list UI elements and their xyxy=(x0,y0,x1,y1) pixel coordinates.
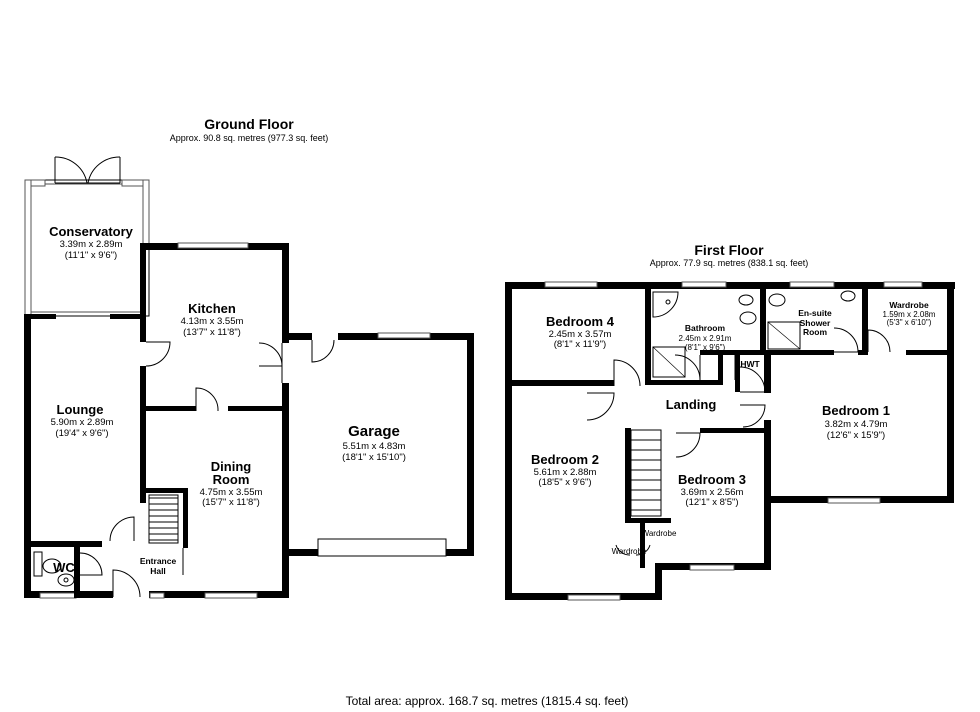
svg-text:4.75m x 3.55m: 4.75m x 3.55m xyxy=(200,487,263,498)
svg-text:Wardrobe: Wardrobe xyxy=(889,300,929,310)
wc-label: WC xyxy=(53,560,75,575)
svg-text:3.39m x 2.89m: 3.39m x 2.89m xyxy=(60,239,123,250)
ground-floor-title: Ground Floor xyxy=(204,116,294,132)
svg-text:(19'4" x 9'6"): (19'4" x 9'6") xyxy=(55,428,108,439)
landing-label: Landing xyxy=(666,397,717,412)
conservatory-room xyxy=(24,156,150,317)
svg-text:Landing: Landing xyxy=(666,397,717,412)
svg-text:HWT: HWT xyxy=(740,359,760,369)
svg-text:Room: Room xyxy=(213,472,250,487)
svg-text:(5'3" x 6'10"): (5'3" x 6'10") xyxy=(887,318,932,327)
svg-text:(15'7" x 11'8"): (15'7" x 11'8") xyxy=(202,497,260,508)
svg-text:Room: Room xyxy=(803,327,828,337)
svg-text:5.51m x 4.83m: 5.51m x 4.83m xyxy=(343,441,406,452)
wardrobe-3-label: Wardrobe xyxy=(642,529,677,538)
bedroom-2-label: Bedroom 2 5.61m x 2.88m (18'5" x 9'6") xyxy=(531,452,599,488)
kitchen-label: Kitchen 4.13m x 3.55m (13'7" x 11'8") xyxy=(181,301,244,338)
svg-text:Bedroom 3: Bedroom 3 xyxy=(678,472,746,487)
svg-text:4.13m x 3.55m: 4.13m x 3.55m xyxy=(181,316,244,327)
svg-text:Bedroom 2: Bedroom 2 xyxy=(531,452,599,467)
dining-room-label: Dining Room 4.75m x 3.55m (15'7" x 11'8"… xyxy=(200,459,263,508)
svg-text:Wardrobe: Wardrobe xyxy=(612,547,647,556)
svg-text:2.45m x 2.91m: 2.45m x 2.91m xyxy=(679,334,732,343)
svg-text:Hall: Hall xyxy=(150,566,166,576)
wardrobe-2-label: Wardrobe xyxy=(612,547,647,556)
svg-text:2.45m x 3.57m: 2.45m x 3.57m xyxy=(549,329,612,340)
first-floor-fixtures xyxy=(586,290,891,556)
svg-text:WC: WC xyxy=(53,560,75,575)
svg-text:3.82m x 4.79m: 3.82m x 4.79m xyxy=(825,419,888,430)
total-area: Total area: approx. 168.7 sq. metres (18… xyxy=(346,694,629,708)
svg-text:1.59m x 2.08m: 1.59m x 2.08m xyxy=(883,310,936,319)
svg-text:(8'1" x 11'9"): (8'1" x 11'9") xyxy=(554,339,606,350)
entrance-hall-label: Entrance Hall xyxy=(140,556,177,576)
first-floor-area: Approx. 77.9 sq. metres (838.1 sq. feet) xyxy=(650,258,809,268)
svg-text:Lounge: Lounge xyxy=(57,402,104,417)
svg-text:En-suite: En-suite xyxy=(798,308,832,318)
svg-text:Bedroom 1: Bedroom 1 xyxy=(822,403,890,418)
bedroom-3-label: Bedroom 3 3.69m x 2.56m (12'1" x 8'5") xyxy=(678,472,746,508)
first-floor-title: First Floor xyxy=(694,242,764,258)
wardrobe-1-label: Wardrobe 1.59m x 2.08m (5'3" x 6'10") xyxy=(883,300,936,327)
ground-floor-walls xyxy=(24,242,474,599)
conservatory-label: Conservatory 3.39m x 2.89m (11'1" x 9'6"… xyxy=(49,224,134,261)
garage-label: Garage 5.51m x 4.83m (18'1" x 15'10") xyxy=(342,423,406,463)
bedroom-4-label: Bedroom 4 2.45m x 3.57m (8'1" x 11'9") xyxy=(546,314,615,350)
bedroom-1-label: Bedroom 1 3.82m x 4.79m (12'6" x 15'9") xyxy=(822,403,890,441)
svg-text:(18'5" x 9'6"): (18'5" x 9'6") xyxy=(538,477,591,488)
bathroom-label: Bathroom 2.45m x 2.91m (8'1" x 9'6") xyxy=(679,323,732,352)
first-floor-walls xyxy=(505,281,955,601)
hwt-label: HWT xyxy=(740,359,760,369)
svg-text:(11'1" x 9'6"): (11'1" x 9'6") xyxy=(65,250,117,261)
ensuite-label: En-suite Shower Room xyxy=(798,308,832,337)
svg-text:Shower: Shower xyxy=(800,318,831,328)
svg-text:Dining: Dining xyxy=(211,459,251,474)
svg-text:(8'1" x 9'6"): (8'1" x 9'6") xyxy=(685,343,726,352)
svg-text:Entrance: Entrance xyxy=(140,556,177,566)
svg-text:Kitchen: Kitchen xyxy=(188,301,236,316)
svg-text:Bathroom: Bathroom xyxy=(685,323,726,333)
svg-text:(12'1" x 8'5"): (12'1" x 8'5") xyxy=(685,497,738,508)
svg-text:(18'1" x 15'10"): (18'1" x 15'10") xyxy=(342,452,406,463)
svg-text:Conservatory: Conservatory xyxy=(49,224,134,239)
svg-text:Wardrobe: Wardrobe xyxy=(642,529,677,538)
svg-text:5.90m x 2.89m: 5.90m x 2.89m xyxy=(51,417,114,428)
svg-text:5.61m x 2.88m: 5.61m x 2.88m xyxy=(534,467,597,478)
svg-text:(13'7" x 11'8"): (13'7" x 11'8") xyxy=(183,327,241,338)
svg-text:3.69m x 2.56m: 3.69m x 2.56m xyxy=(681,487,744,498)
svg-text:(12'6" x 15'9"): (12'6" x 15'9") xyxy=(827,430,885,441)
svg-text:Bedroom 4: Bedroom 4 xyxy=(546,314,615,329)
lounge-label: Lounge 5.90m x 2.89m (19'4" x 9'6") xyxy=(51,402,114,439)
ground-floor-fixtures xyxy=(33,339,335,598)
svg-text:Garage: Garage xyxy=(348,423,400,440)
ground-floor-area: Approx. 90.8 sq. metres (977.3 sq. feet) xyxy=(170,133,329,143)
